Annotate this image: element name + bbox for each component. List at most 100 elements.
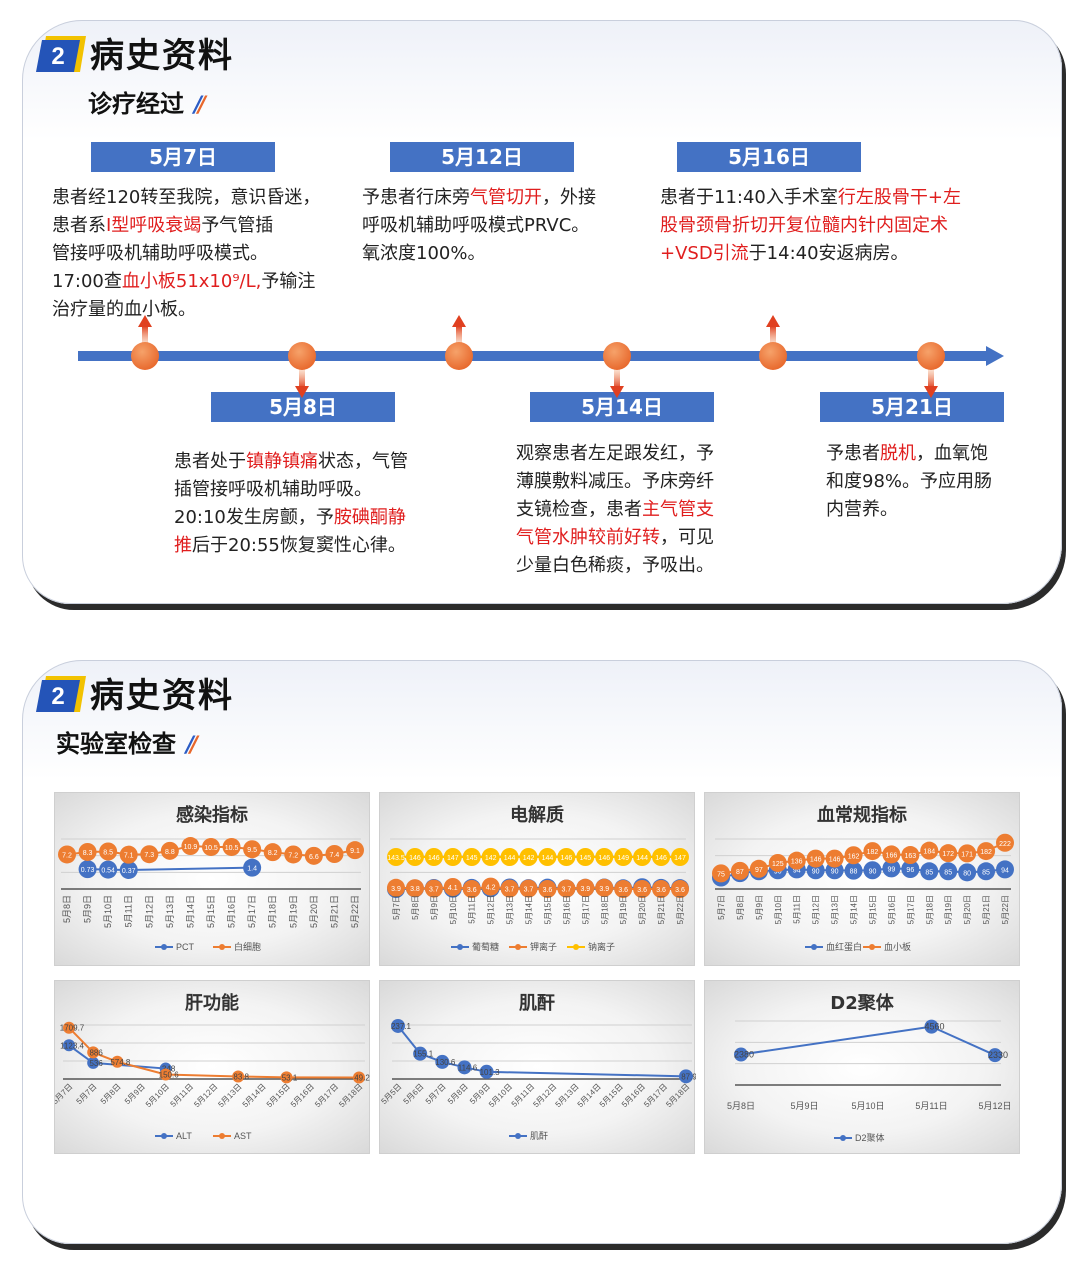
slash-decoration-icon: // — [194, 93, 206, 118]
data-point — [958, 863, 977, 882]
legend-swatch-dot — [811, 944, 817, 950]
data-point — [863, 842, 882, 861]
section-title: 病史资料 — [90, 36, 234, 76]
x-tick-label: 5月9日 — [83, 895, 93, 923]
data-point — [996, 860, 1014, 879]
x-tick-label: 5月10日 — [487, 1082, 514, 1109]
data-point — [63, 1021, 75, 1034]
x-tick-label: 5月7日 — [392, 895, 401, 920]
x-tick-label: 5月7日 — [424, 1082, 448, 1106]
data-label: 7.3 — [144, 852, 154, 859]
date-box-may8: 5月8日 — [211, 392, 395, 422]
highlight-text: 胺碘酮静 — [333, 507, 406, 528]
timeline-nodes — [131, 315, 945, 398]
data-point — [844, 846, 863, 865]
x-tick-label: 5月13日 — [506, 895, 515, 924]
x-tick-label: 5月12日 — [192, 1082, 219, 1109]
data-label: 99 — [888, 866, 896, 873]
x-tick-label: 5月13日 — [165, 895, 175, 928]
series-line — [128, 866, 253, 871]
highlight-text: 主气管支 — [642, 499, 714, 520]
data-point — [901, 846, 920, 865]
legend-swatch-dot — [161, 944, 167, 950]
data-point — [202, 837, 220, 856]
x-tick-label: 5月18日 — [600, 895, 609, 924]
x-tick-label: 5月11日 — [169, 1082, 196, 1109]
event-line: 治疗量的血小板。 — [52, 296, 352, 324]
data-label: 142 — [485, 855, 497, 862]
data-point — [140, 845, 159, 864]
x-tick-label: 5月21日 — [329, 895, 339, 928]
data-point — [519, 879, 538, 898]
date-box-may12: 5月12日 — [390, 142, 574, 172]
data-label: 3.7 — [562, 887, 572, 894]
chart-plot: 5576859094909088909996858580859475879712… — [712, 833, 1014, 952]
event-text: 支镜检查，患者 — [516, 499, 642, 520]
data-label: 171 — [961, 851, 973, 858]
data-point — [353, 1071, 365, 1084]
data-point — [405, 848, 424, 866]
x-tick-label: 5月11日 — [468, 895, 477, 924]
data-point — [924, 1019, 939, 1034]
date-box-may7: 5月7日 — [91, 142, 275, 172]
data-point — [457, 1060, 472, 1075]
legend-label: D2聚体 — [855, 1132, 885, 1143]
x-tick-label: 5月16日 — [620, 1082, 647, 1109]
x-tick-label: 5月9日 — [790, 1101, 818, 1111]
data-point — [825, 849, 844, 868]
data-point — [462, 848, 481, 866]
data-label: 146 — [561, 855, 573, 862]
data-point — [346, 841, 364, 860]
event-text: ，血氧饱 — [916, 443, 988, 464]
data-label: 87.9 — [681, 1072, 696, 1081]
data-label: 10.9 — [184, 844, 198, 851]
data-label: 142 — [523, 855, 535, 862]
legend-label: 血红蛋白 — [826, 941, 862, 952]
x-tick-label: 5月11日 — [124, 895, 134, 927]
data-label: 7.4 — [330, 852, 340, 859]
data-label: 147 — [674, 855, 686, 862]
data-label: 0.54 — [101, 868, 115, 875]
x-tick-label: 5月18日 — [268, 895, 278, 928]
data-point — [405, 879, 424, 898]
event-text-may12: 予患者行床旁气管切开，外接呼吸机辅助呼吸模式PRVC。氧浓度100%。 — [362, 184, 652, 268]
data-point — [232, 1070, 245, 1083]
data-label: 182 — [867, 849, 879, 856]
event-text: 患者经120转至我院，意识昏迷， — [52, 187, 321, 208]
x-tick-label: 5月18日 — [664, 1082, 691, 1109]
legend-swatch-dot — [869, 944, 875, 950]
data-point — [181, 837, 200, 856]
x-tick-label: 5月11日 — [915, 1101, 947, 1111]
data-point — [576, 878, 595, 897]
data-label: 4.1 — [448, 885, 458, 892]
event-line: 推后于20:55恢复窦性心律。 — [174, 532, 474, 560]
x-tick-label: 5月12日 — [144, 895, 154, 928]
chart-title: 血常规指标 — [817, 805, 907, 826]
legend-label: 钠离子 — [588, 941, 615, 952]
data-point — [557, 848, 576, 866]
x-tick-label: 5月17日 — [313, 1082, 340, 1109]
data-point — [304, 846, 323, 865]
x-tick-label: 5月17日 — [906, 895, 915, 924]
section-number-badge: 2 — [36, 36, 86, 72]
data-label: 3.6 — [618, 887, 628, 894]
data-point — [99, 860, 118, 879]
x-tick-label: 5月14日 — [576, 1082, 603, 1109]
x-tick-label: 5月16日 — [562, 895, 571, 924]
data-label: 80 — [963, 870, 971, 877]
data-label: 97 — [755, 867, 763, 874]
data-point — [652, 880, 671, 898]
x-tick-label: 5月19日 — [288, 895, 298, 928]
event-text-may16: 患者于11:40入手术室行左股骨干+左股骨颈骨折切开复位髓内针内固定术+VSD引… — [660, 184, 1000, 268]
data-label: 145 — [466, 855, 478, 862]
event-line: 和度98%。予应用肠 — [826, 468, 1026, 496]
data-point — [243, 858, 262, 877]
data-label: 90 — [831, 868, 839, 875]
data-point — [99, 842, 118, 861]
highlight-text: 镇静镇痛 — [246, 451, 318, 472]
data-point — [119, 860, 138, 879]
data-label: 536 — [89, 1059, 103, 1068]
arrow-up-icon — [452, 315, 466, 346]
arrow-down-icon — [295, 368, 309, 398]
event-line: 观察患者左足跟发红，予 — [516, 440, 776, 468]
